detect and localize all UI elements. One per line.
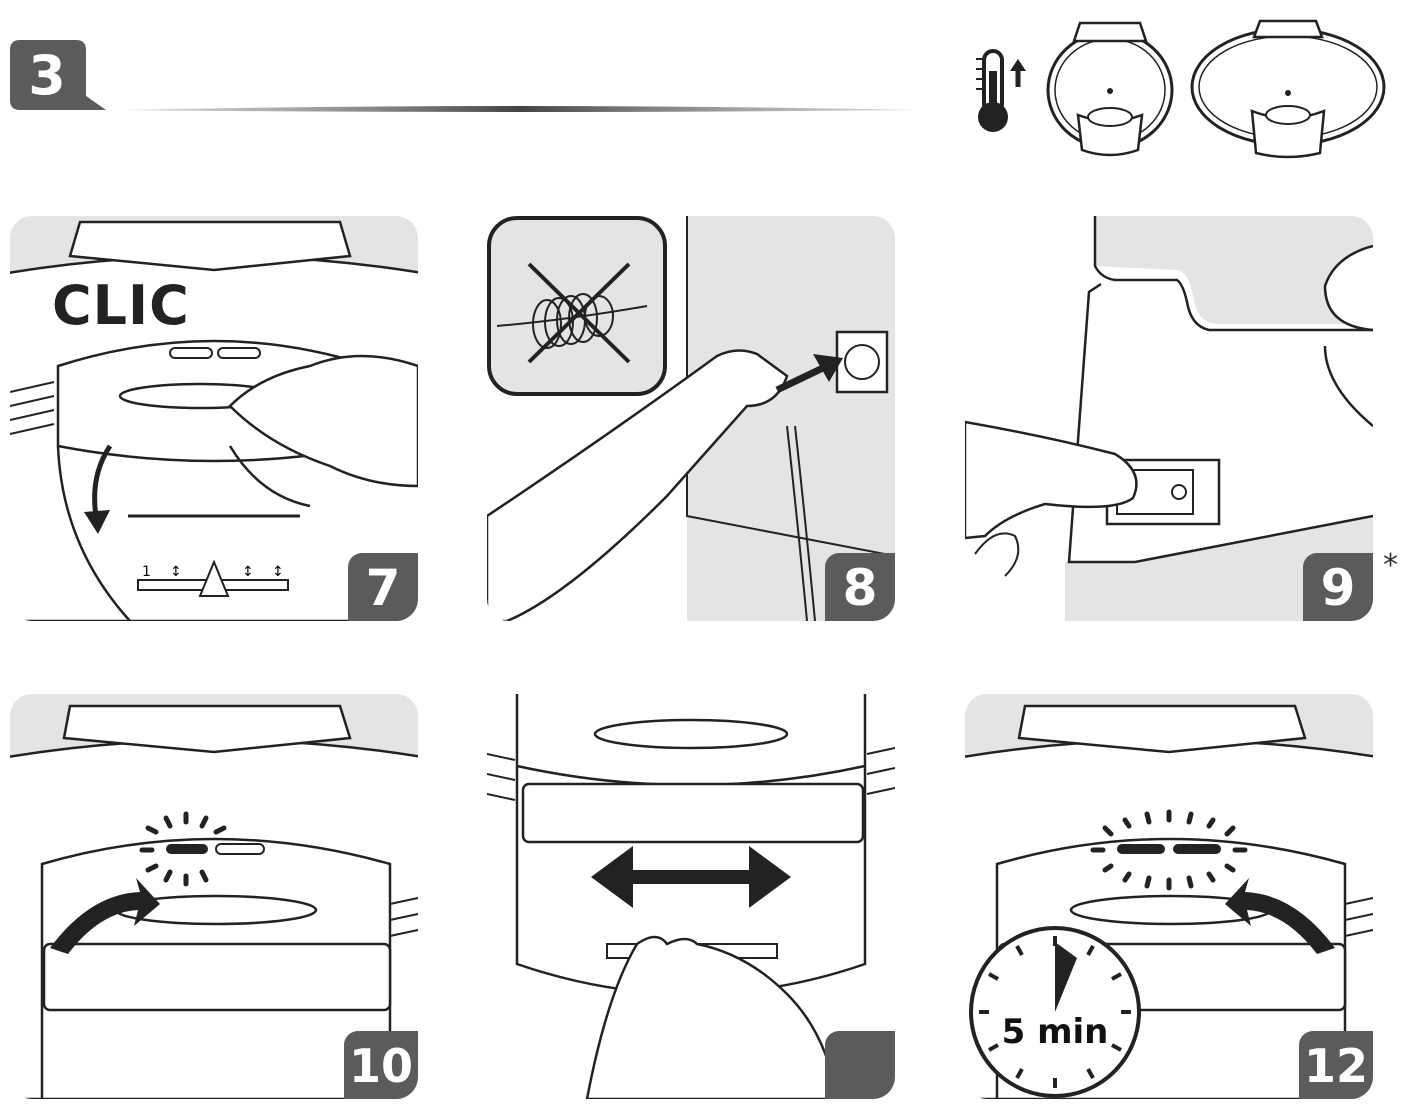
oval-waffle-maker-icon [1190,19,1386,159]
step-11-illustration [487,694,895,1099]
step-7-illustration: 1 ↕ ↕ ↕ [10,220,418,621]
step-9-footnote-mark: * [1383,548,1398,583]
light-indicator-on [139,811,227,887]
svg-text:1: 1 [142,564,151,580]
step-7-panel: 1 ↕ ↕ ↕ CLIC 7 [10,216,418,621]
thermometer-up-icon [976,49,1026,132]
step-9-badge: 9 [1303,553,1373,621]
svg-text:↕: ↕ [242,564,254,580]
svg-text:↕: ↕ [170,564,182,580]
step-8-panel: 8 [487,216,895,621]
step-8-badge: 8 [825,553,895,621]
timer-label: 5 min [1001,1012,1109,1052]
turn-arrow-icon [50,878,160,954]
step-12-illustration [965,704,1373,1099]
step-8-illustration [487,216,895,621]
step-9-panel: 9 [965,216,1373,621]
step-12-badge: 12 [1299,1031,1373,1099]
step-10-badge: 10 [344,1031,418,1099]
light-indicators-on [1090,809,1248,891]
step-12-panel: 5 min 12 [965,694,1373,1099]
step-11-panel [487,694,895,1099]
timer-icon [969,926,1141,1098]
step-11-badge [825,1031,895,1099]
header-divider [120,106,920,112]
header-icons [976,19,1386,159]
step-7-badge: 7 [348,553,418,621]
slide-left-right-arrow-icon [591,846,791,908]
section-badge: 3 [10,40,106,110]
clic-label: CLIC [52,274,190,337]
section-number: 3 [28,44,66,107]
svg-text:↕: ↕ [272,564,284,580]
step-10-panel: 10 [10,694,418,1099]
turn-arrow-icon [1225,878,1335,954]
do-not-coil-inset [487,216,667,396]
step-10-illustration [10,704,418,1099]
round-waffle-maker-icon [1046,21,1174,157]
step-9-illustration [965,216,1373,621]
